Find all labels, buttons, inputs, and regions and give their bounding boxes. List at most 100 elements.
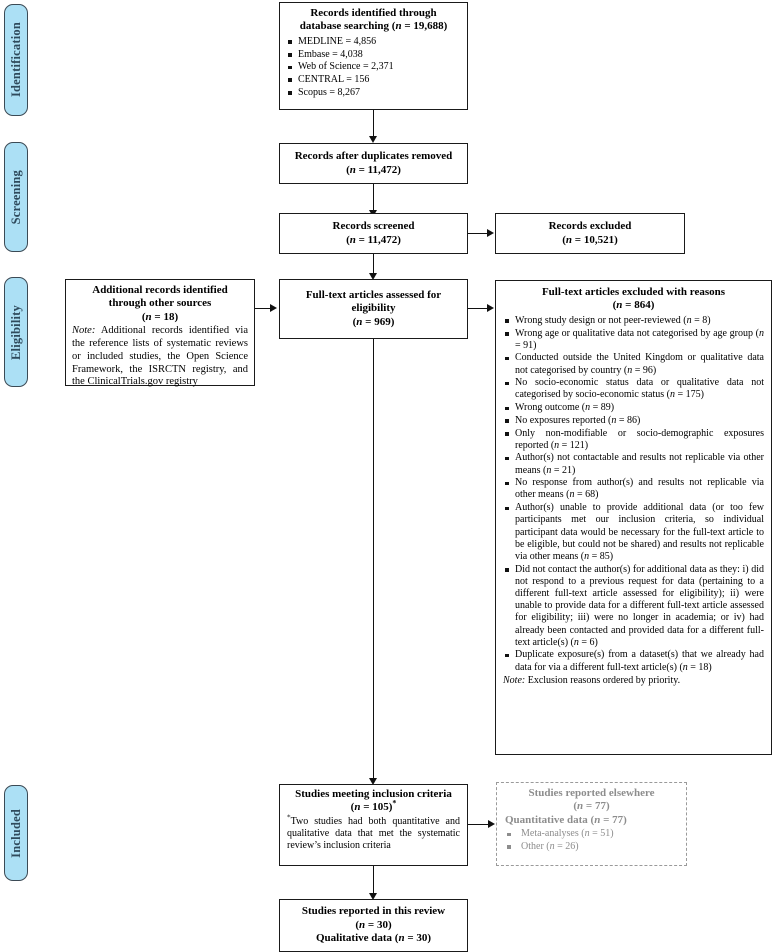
reason-value: = 89)	[590, 402, 615, 414]
reported-elsewhere-subtitle: Quantitative data (n = 77)	[505, 814, 678, 827]
records-excluded-count: (n = 10,521)	[502, 234, 678, 247]
arrow-screened-to-excluded	[487, 229, 494, 237]
reason-text: Conducted outside the United Kingdom or …	[515, 352, 764, 376]
excl-count-n: n	[616, 299, 623, 312]
review-qual-n: n	[398, 932, 405, 945]
reported-elsewhere-title: Studies reported elsewhere	[528, 787, 655, 799]
reason-text: Duplicate exposure(s) from a dataset(s) …	[515, 649, 764, 673]
reason-value: = 21)	[551, 464, 576, 476]
list-item: Wrong outcome (n = 89)	[503, 402, 764, 414]
duplicates-count-prefix: (	[346, 163, 350, 176]
fulltext-count-prefix: (	[352, 315, 357, 328]
duplicates-removed-title: Records after duplicates removed	[294, 150, 453, 163]
connector-meeting-to-review	[373, 866, 374, 894]
arrow-meeting-to-review	[369, 893, 377, 900]
box-fulltext-excluded-reasons: Full-text articles excluded with reasons…	[495, 280, 772, 755]
reason-n: n	[584, 550, 590, 562]
stage-label-screening-text: Screening	[8, 169, 23, 225]
reported-in-review-title: Studies reported in this review	[301, 905, 446, 918]
reason-n: n	[627, 364, 633, 376]
elsewhere-count-prefix: (	[573, 800, 578, 813]
stage-label-identification: Identification	[4, 4, 28, 116]
studies-meeting-count: (n = 105)*	[287, 798, 460, 814]
reason-text: Wrong outcome (	[515, 402, 586, 414]
connector-identified-to-duplicates	[373, 110, 374, 137]
records-identified-title-prefix: database searching (	[299, 20, 396, 33]
arrow-fulltext-to-excluded-reasons	[487, 304, 494, 312]
stage-label-eligibility-text: Eligibility	[8, 304, 23, 360]
elsewhere-item-n: n	[549, 840, 555, 852]
reason-n: n	[686, 314, 692, 326]
fulltext-excluded-note-label: Note:	[503, 674, 526, 686]
list-item: Duplicate exposure(s) from a dataset(s) …	[503, 649, 764, 673]
studies-meeting-footnote-star: *	[287, 813, 291, 822]
reason-text: No exposures reported (	[515, 414, 612, 426]
review-qual-value: = 30)	[404, 932, 432, 945]
records-identified-title-line2: database searching (n = 19,688)	[286, 20, 461, 33]
additional-records-note: Note: Additional records identified via …	[72, 325, 248, 389]
fulltext-count-n: n	[356, 315, 363, 328]
duplicates-count-n: n	[349, 163, 356, 176]
elsewhere-subtitle-value: = 77)	[600, 813, 627, 826]
connector-screened-to-fulltext	[373, 254, 374, 274]
reason-value: = 121)	[559, 439, 589, 451]
list-item: No exposures reported (n = 86)	[503, 415, 764, 427]
reported-in-review-count: (n = 30)	[286, 919, 461, 932]
records-excluded-title: Records excluded	[548, 220, 632, 233]
records-identified-n-value: = 19,688)	[401, 20, 448, 33]
review-count-value: = 30)	[365, 918, 392, 931]
list-item: CENTRAL = 156	[286, 74, 461, 86]
meeting-count-value: = 105)	[360, 801, 393, 814]
connector-fulltext-to-studies-meeting	[373, 339, 374, 779]
additional-count-prefix: (	[141, 310, 146, 323]
duplicates-removed-count: (n = 11,472)	[286, 164, 461, 177]
reason-n: n	[546, 464, 552, 476]
list-item: Embase = 4,038	[286, 49, 461, 61]
elsewhere-item-value: = 51)	[589, 828, 614, 840]
box-records-excluded: Records excluded (n = 10,521)	[495, 213, 685, 254]
arrow-meeting-to-elsewhere	[488, 820, 495, 828]
additional-records-count: (n = 18)	[72, 311, 248, 324]
reason-n: n	[759, 327, 764, 339]
fulltext-assessed-title-line1: Full-text articles assessed for	[305, 288, 442, 301]
excl-count-value: = 864)	[622, 299, 655, 312]
records-identified-title-line1: Records identified through	[310, 7, 437, 19]
list-item: Web of Science = 2,371	[286, 61, 461, 73]
list-item: MEDLINE = 4,856	[286, 36, 461, 48]
elsewhere-item-value: = 26)	[554, 840, 579, 852]
records-screened-count: (n = 11,472)	[286, 234, 461, 247]
reason-text: Author(s) not contactable and results no…	[515, 452, 764, 476]
connector-fulltext-to-excluded-reasons	[468, 308, 488, 309]
records-identified-n-symbol: n	[395, 20, 402, 33]
reason-text: No response from author(s) and results n…	[515, 477, 764, 501]
reason-n: n	[682, 661, 688, 673]
list-item: Other (n = 26)	[505, 841, 678, 853]
studies-meeting-footnote: *Two studies had both quantitative and q…	[287, 813, 460, 853]
meeting-count-star: *	[392, 798, 397, 808]
excluded-count-n: n	[565, 233, 573, 246]
stage-label-screening: Screening	[4, 142, 28, 252]
elsewhere-item-n: n	[584, 828, 590, 840]
additional-records-title-line2: through other sources	[108, 297, 212, 310]
list-item: Meta-analyses (n = 51)	[505, 828, 678, 840]
elsewhere-count-value: = 77)	[583, 800, 610, 813]
reason-value: = 6)	[578, 636, 598, 648]
arrow-fulltext-to-studies-meeting	[369, 778, 377, 785]
box-additional-records: Additional records identified through ot…	[65, 279, 255, 389]
reason-text: Author(s) unable to provide additional d…	[515, 502, 764, 562]
connector-duplicates-to-screened	[373, 184, 374, 211]
list-item: Only non-modifiable or socio-demographic…	[503, 428, 764, 452]
screened-count-prefix: (	[346, 233, 350, 246]
stage-label-identification-text: Identification	[8, 22, 23, 98]
reported-elsewhere-count: (n = 77)	[505, 800, 678, 813]
elsewhere-count-n: n	[577, 800, 584, 813]
list-item: Did not contact the author(s) for additi…	[503, 564, 764, 649]
reported-in-review-qualitative: Qualitative data (n = 30)	[286, 932, 461, 945]
excluded-count-prefix: (	[562, 233, 566, 246]
additional-records-note-text: Additional records identified via the re…	[72, 325, 248, 388]
reason-n: n	[585, 402, 591, 414]
fulltext-excluded-count: (n = 864)	[503, 299, 764, 312]
reported-elsewhere-item-list: Meta-analyses (n = 51) Other (n = 26)	[505, 828, 678, 853]
reason-value: = 96)	[632, 364, 657, 376]
elsewhere-subtitle-n: n	[594, 813, 601, 826]
